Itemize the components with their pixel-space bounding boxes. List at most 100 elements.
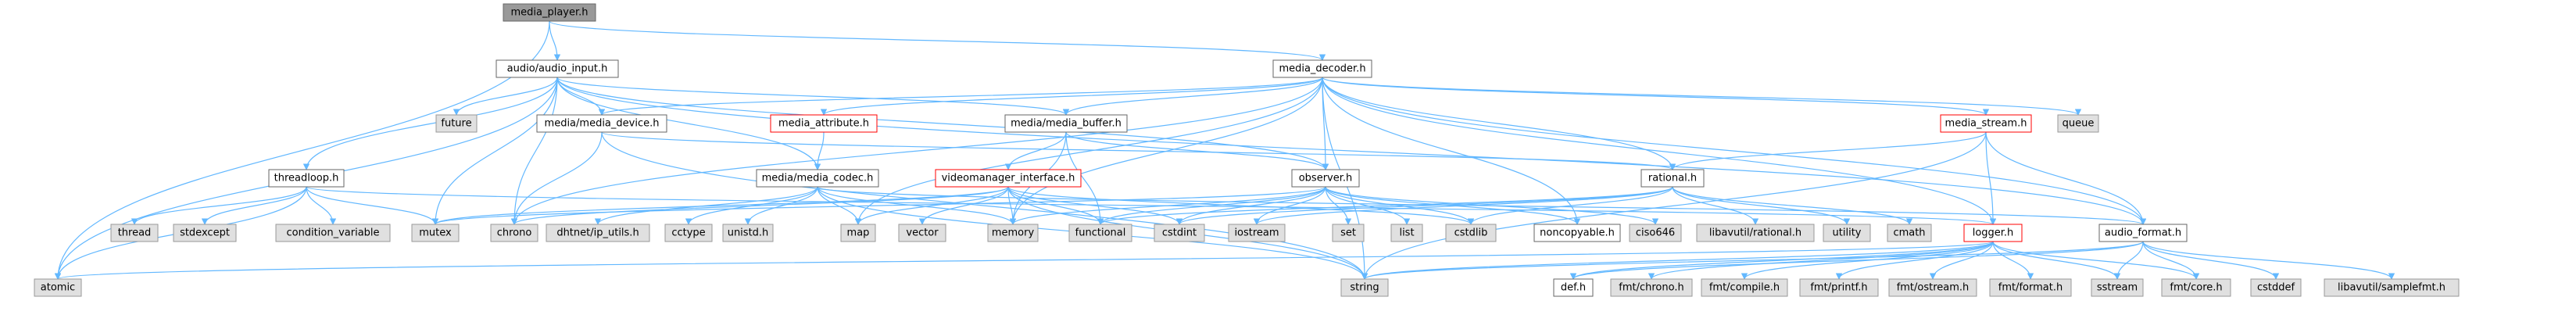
node-box [1340, 278, 1389, 297]
node-label: media/media_device.h [545, 118, 660, 130]
node-box [987, 224, 1039, 242]
node-box [1888, 278, 1977, 297]
node-box [2250, 278, 2302, 297]
edge-media_decoder-to-media_attribute [821, 77, 1323, 116]
edge-line [1672, 186, 1851, 225]
node-thread[interactable]: thread [110, 224, 159, 242]
node-memory[interactable]: memory [987, 224, 1039, 242]
node-queue[interactable]: queue [2057, 114, 2099, 133]
edge-media_decoder-to-logger [1322, 77, 1997, 225]
node-utility[interactable]: utility [1823, 224, 1871, 242]
edge-videomanager_interface-to-cstdint [1007, 186, 1183, 225]
node-unistd[interactable]: unistd.h [722, 224, 774, 242]
node-cstdint[interactable]: cstdint [1154, 224, 1205, 242]
node-media-attribute[interactable]: media_attribute.h [770, 114, 878, 133]
node-media-stream[interactable]: media_stream.h [1940, 114, 2032, 133]
node-fmt-format[interactable]: fmt/format.h [1989, 278, 2072, 297]
edge-media_player-to-audio_input [549, 20, 561, 61]
node-libavutil-rational[interactable]: libavutil/rational.h [1696, 224, 1815, 242]
node-label: cstddef [2257, 282, 2295, 294]
edge-audio_format-to-libavutil_samplefmt [2142, 241, 2395, 280]
edge-media_decoder-to-rational [1322, 77, 1676, 170]
edge-media_stream-to-logger [1985, 131, 1997, 225]
node-label: audio/audio_input.h [507, 63, 608, 75]
node-label: fmt/printf.h [1810, 282, 1867, 294]
node-future[interactable]: future [435, 114, 478, 133]
node-def[interactable]: def.h [1553, 278, 1594, 297]
node-box [536, 114, 667, 133]
edge-line [1007, 186, 1475, 225]
node-threadloop[interactable]: threadloop.h [268, 169, 345, 188]
edge-line [453, 77, 558, 116]
node-label: cstdlib [1454, 227, 1488, 239]
edge-line [1569, 241, 1994, 280]
node-box [2098, 224, 2188, 242]
node-map[interactable]: map [840, 224, 876, 242]
node-noncopyable[interactable]: noncopyable.h [1533, 224, 1621, 242]
edge-line [1325, 186, 1659, 225]
edge-line [1175, 186, 1326, 225]
node-label: condition_variable [286, 227, 379, 239]
node-media-device[interactable]: media/media_device.h [536, 114, 667, 133]
edge-audio_format-to-cstddef [2142, 241, 2280, 280]
edge-rational-to-utility [1672, 186, 1851, 225]
node-media-decoder[interactable]: media_decoder.h [1272, 59, 1372, 78]
node-audio-format[interactable]: audio_format.h [2098, 224, 2188, 242]
node-cmath[interactable]: cmath [1887, 224, 1932, 242]
node-fmt-printf[interactable]: fmt/printf.h [1799, 278, 1879, 297]
edge-audio_format-to-sstream [2113, 241, 2144, 280]
node-dhtnet-ip-utils[interactable]: dhtnet/ip_utils.h [546, 224, 650, 242]
node-atomic[interactable]: atomic [34, 278, 82, 297]
node-sstream[interactable]: sstream [2091, 278, 2144, 297]
node-box [1963, 224, 2023, 242]
node-box [411, 224, 460, 242]
node-set[interactable]: set [1332, 224, 1365, 242]
node-observer[interactable]: observer.h [1291, 169, 1360, 188]
edge-audio_format-to-def [1570, 241, 2144, 280]
edge-media_stream-to-string [1361, 131, 1987, 280]
node-media-codec[interactable]: media/media_codec.h [756, 169, 879, 188]
edge-line [510, 131, 603, 225]
node-chrono[interactable]: chrono [490, 224, 538, 242]
node-mutex[interactable]: mutex [411, 224, 460, 242]
node-cctype[interactable]: cctype [664, 224, 713, 242]
node-videomanager-interface[interactable]: videomanager_interface.h [935, 169, 1082, 188]
node-iostream[interactable]: iostream [1228, 224, 1286, 242]
node-cstdlib[interactable]: cstdlib [1445, 224, 1497, 242]
node-fmt-chrono[interactable]: fmt/chrono.h [1610, 278, 1693, 297]
node-label: media_stream.h [1945, 118, 2027, 130]
edge-line [1004, 131, 1067, 170]
node-fmt-core[interactable]: fmt/core.h [2161, 278, 2231, 297]
edge-line [302, 77, 558, 170]
edge-line [1322, 77, 2147, 225]
edge-line [1985, 131, 1997, 225]
node-ciso646[interactable]: ciso646 [1629, 224, 1682, 242]
node-vector[interactable]: vector [898, 224, 946, 242]
edge-line [854, 77, 1323, 225]
node-string[interactable]: string [1340, 278, 1389, 297]
edge-observer-to-cstdint [1175, 186, 1326, 225]
node-box [2057, 114, 2099, 133]
node-box [1332, 224, 1365, 242]
edge-line [817, 186, 1017, 225]
node-libavutil-samplefmt[interactable]: libavutil/samplefmt.h [2324, 278, 2460, 297]
node-box [1799, 278, 1879, 297]
node-list[interactable]: list [1390, 224, 1423, 242]
node-logger[interactable]: logger.h [1963, 224, 2023, 242]
node-cstddef[interactable]: cstddef [2250, 278, 2302, 297]
node-stdexcept[interactable]: stdexcept [173, 224, 237, 242]
node-label: fmt/ostream.h [1897, 282, 1970, 294]
edge-logger-to-def [1569, 241, 1994, 280]
node-fmt-ostream[interactable]: fmt/ostream.h [1888, 278, 1977, 297]
edge-line [1648, 241, 1994, 280]
node-audio-input[interactable]: audio/audio_input.h [496, 59, 619, 78]
node-media-buffer[interactable]: media/media_buffer.h [1004, 114, 1128, 133]
node-box [1553, 278, 1594, 297]
node-media-player[interactable]: media_player.h [503, 3, 596, 22]
edge-videomanager_interface-to-mutex [432, 186, 1009, 225]
node-condition-variable[interactable]: condition_variable [275, 224, 391, 242]
node-functional[interactable]: functional [1068, 224, 1132, 242]
node-rational[interactable]: rational.h [1640, 169, 1705, 188]
node-fmt-compile[interactable]: fmt/compile.h [1701, 278, 1788, 297]
edge-line [2142, 241, 2200, 280]
